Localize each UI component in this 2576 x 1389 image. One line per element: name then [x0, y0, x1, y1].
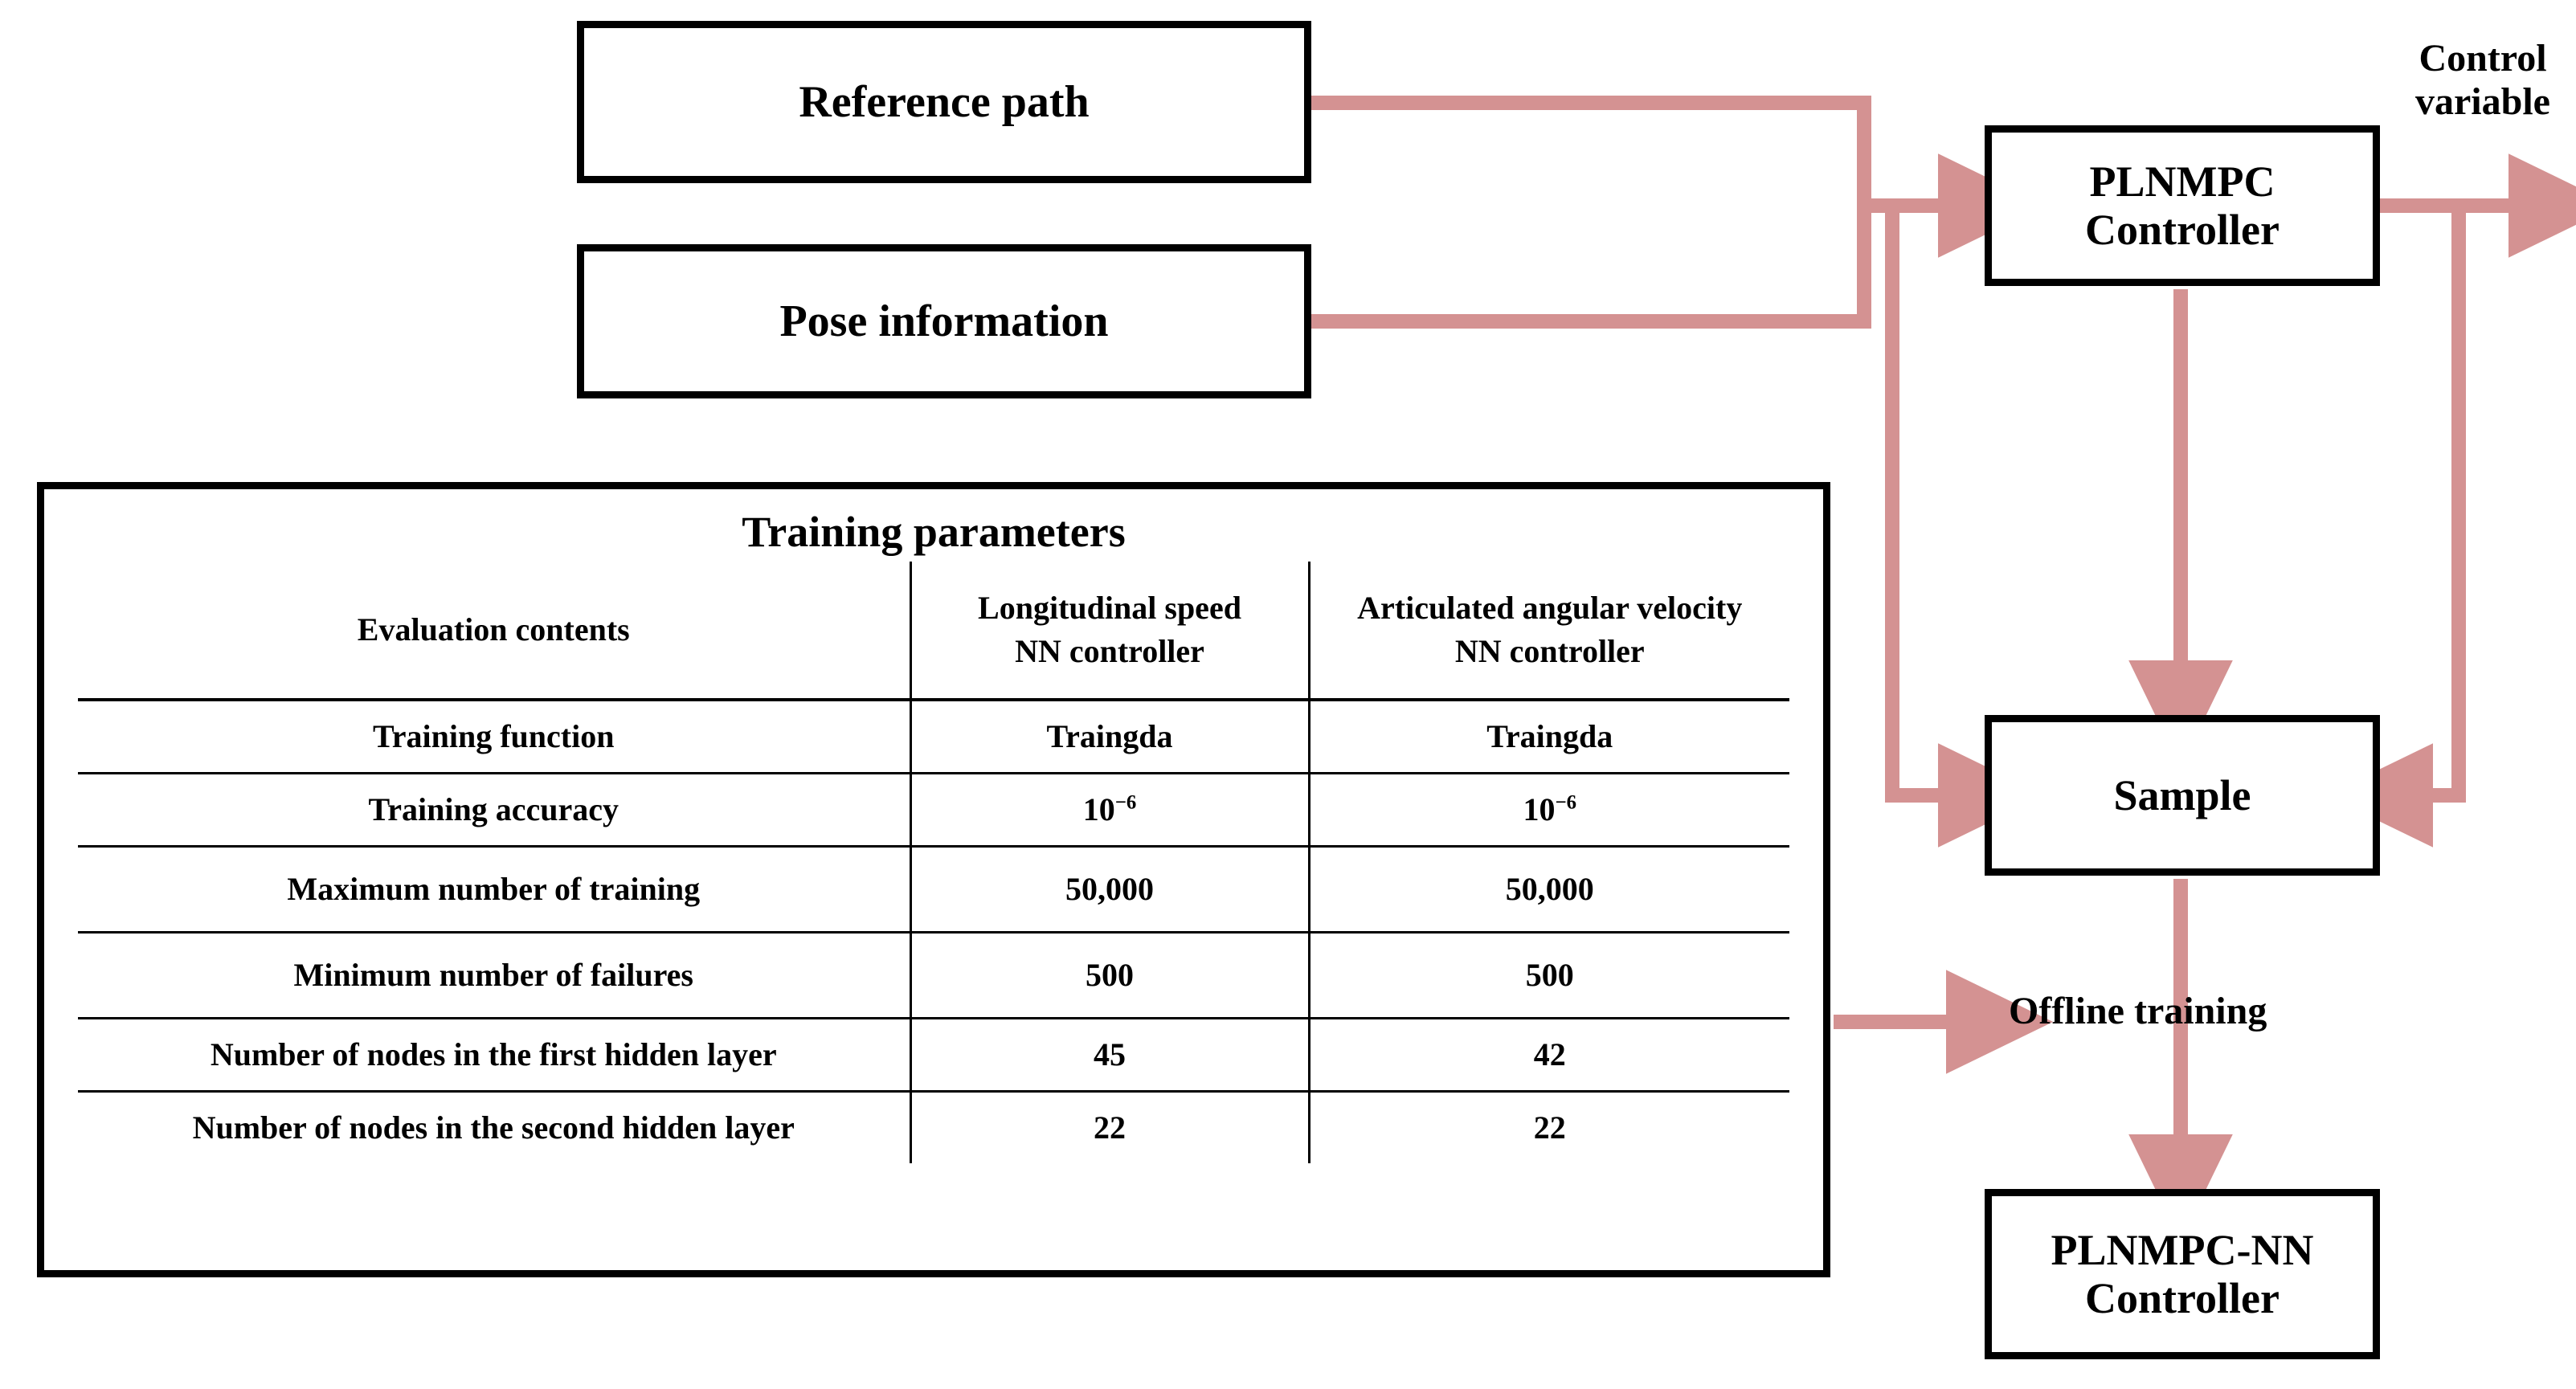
column-header-line1: Longitudinal speed: [978, 590, 1241, 626]
node-sample[interactable]: Sample: [1985, 715, 2380, 876]
table-cell-longitudinal-speed-value: Traingda: [910, 700, 1310, 774]
table-cell-longitudinal-speed-value: 22: [910, 1091, 1310, 1163]
table-cell-parameter-name: Number of nodes in the first hidden laye…: [78, 1018, 912, 1093]
table-row: Number of nodes in the second hidden lay…: [78, 1091, 1789, 1163]
table-cell-articulated-angular-velocity-value: 22: [1533, 1109, 1566, 1146]
table-row: Number of nodes in the first hidden laye…: [78, 1018, 1789, 1093]
table-cell-articulated-angular-velocity-value: Traingda: [1309, 700, 1789, 774]
column-header-line1: Evaluation contents: [357, 611, 630, 648]
node-pose-information-label: Pose information: [779, 296, 1109, 346]
edge-reference-to-controller: [1311, 96, 2046, 258]
label-control-variable: Control variable: [2415, 37, 2550, 123]
edge-control-variable-feedback: [2325, 206, 2466, 848]
node-plnmpc-nn-controller[interactable]: PLNMPC-NN Controller: [1985, 1189, 2380, 1359]
table-cell-parameter-name: Number of nodes in the second hidden lay…: [78, 1091, 912, 1163]
node-reference-path-label: Reference path: [799, 76, 1090, 127]
node-plnmpc-nn-controller-label: PLNMPC-NN Controller: [2051, 1225, 2314, 1322]
column-header-line2: NN controller: [1454, 633, 1645, 669]
table-cell-longitudinal-speed-value: 10−6: [910, 773, 1310, 848]
node-pose-information[interactable]: Pose information: [577, 244, 1311, 398]
node-sample-label: Sample: [2113, 770, 2251, 819]
table-cell-longitudinal-speed-value: 50,000: [910, 846, 1310, 933]
node-reference-path[interactable]: Reference path: [577, 21, 1311, 183]
node-plnmpc-controller[interactable]: PLNMPC Controller: [1985, 125, 2380, 286]
table-cell-parameter-name: Training accuracy: [78, 773, 912, 848]
edge-pose-to-controller: [1311, 210, 1871, 329]
training-parameters-table: Evaluation contents Longitudinal speed N…: [78, 562, 1789, 1163]
column-header-longitudinal-speed: Longitudinal speed NN controller: [910, 562, 1310, 701]
panel-training-parameters: Training parameters Evaluation contents …: [37, 482, 1830, 1277]
table-cell-longitudinal-speed-value: 500: [910, 932, 1310, 1019]
column-header-evaluation-contents: Evaluation contents: [78, 562, 912, 701]
label-offline-training: Offline training: [2009, 990, 2267, 1032]
table-cell-longitudinal-speed-value: 45: [910, 1018, 1310, 1093]
table-cell-parameter-name: Training function: [78, 700, 912, 774]
table-cell-parameter-name: Maximum number of training: [78, 846, 912, 933]
table-header-row: Evaluation contents Longitudinal speed N…: [78, 562, 1789, 701]
column-header-line2: NN controller: [1015, 633, 1204, 669]
panel-title: Training parameters: [742, 508, 1126, 556]
table-cell-articulated-angular-velocity-value: 500: [1309, 932, 1789, 1019]
table-cell-articulated-angular-velocity-value: 42: [1309, 1018, 1789, 1093]
table-cell-articulated-angular-velocity-value: 50,000: [1309, 846, 1789, 933]
table-cell-articulated-angular-velocity-value: 10−6: [1309, 773, 1789, 848]
table-cell-parameter-name: Minimum number of failures: [78, 932, 912, 1019]
edge-trunk-to-sample: [1885, 206, 2046, 848]
column-header-articulated-angular-velocity: Articulated angular velocity NN controll…: [1309, 562, 1789, 701]
column-header-line1: Articulated angular velocity: [1357, 590, 1743, 626]
table-header: Evaluation contents Longitudinal speed N…: [78, 562, 1789, 701]
node-plnmpc-controller-label: PLNMPC Controller: [2085, 157, 2280, 254]
